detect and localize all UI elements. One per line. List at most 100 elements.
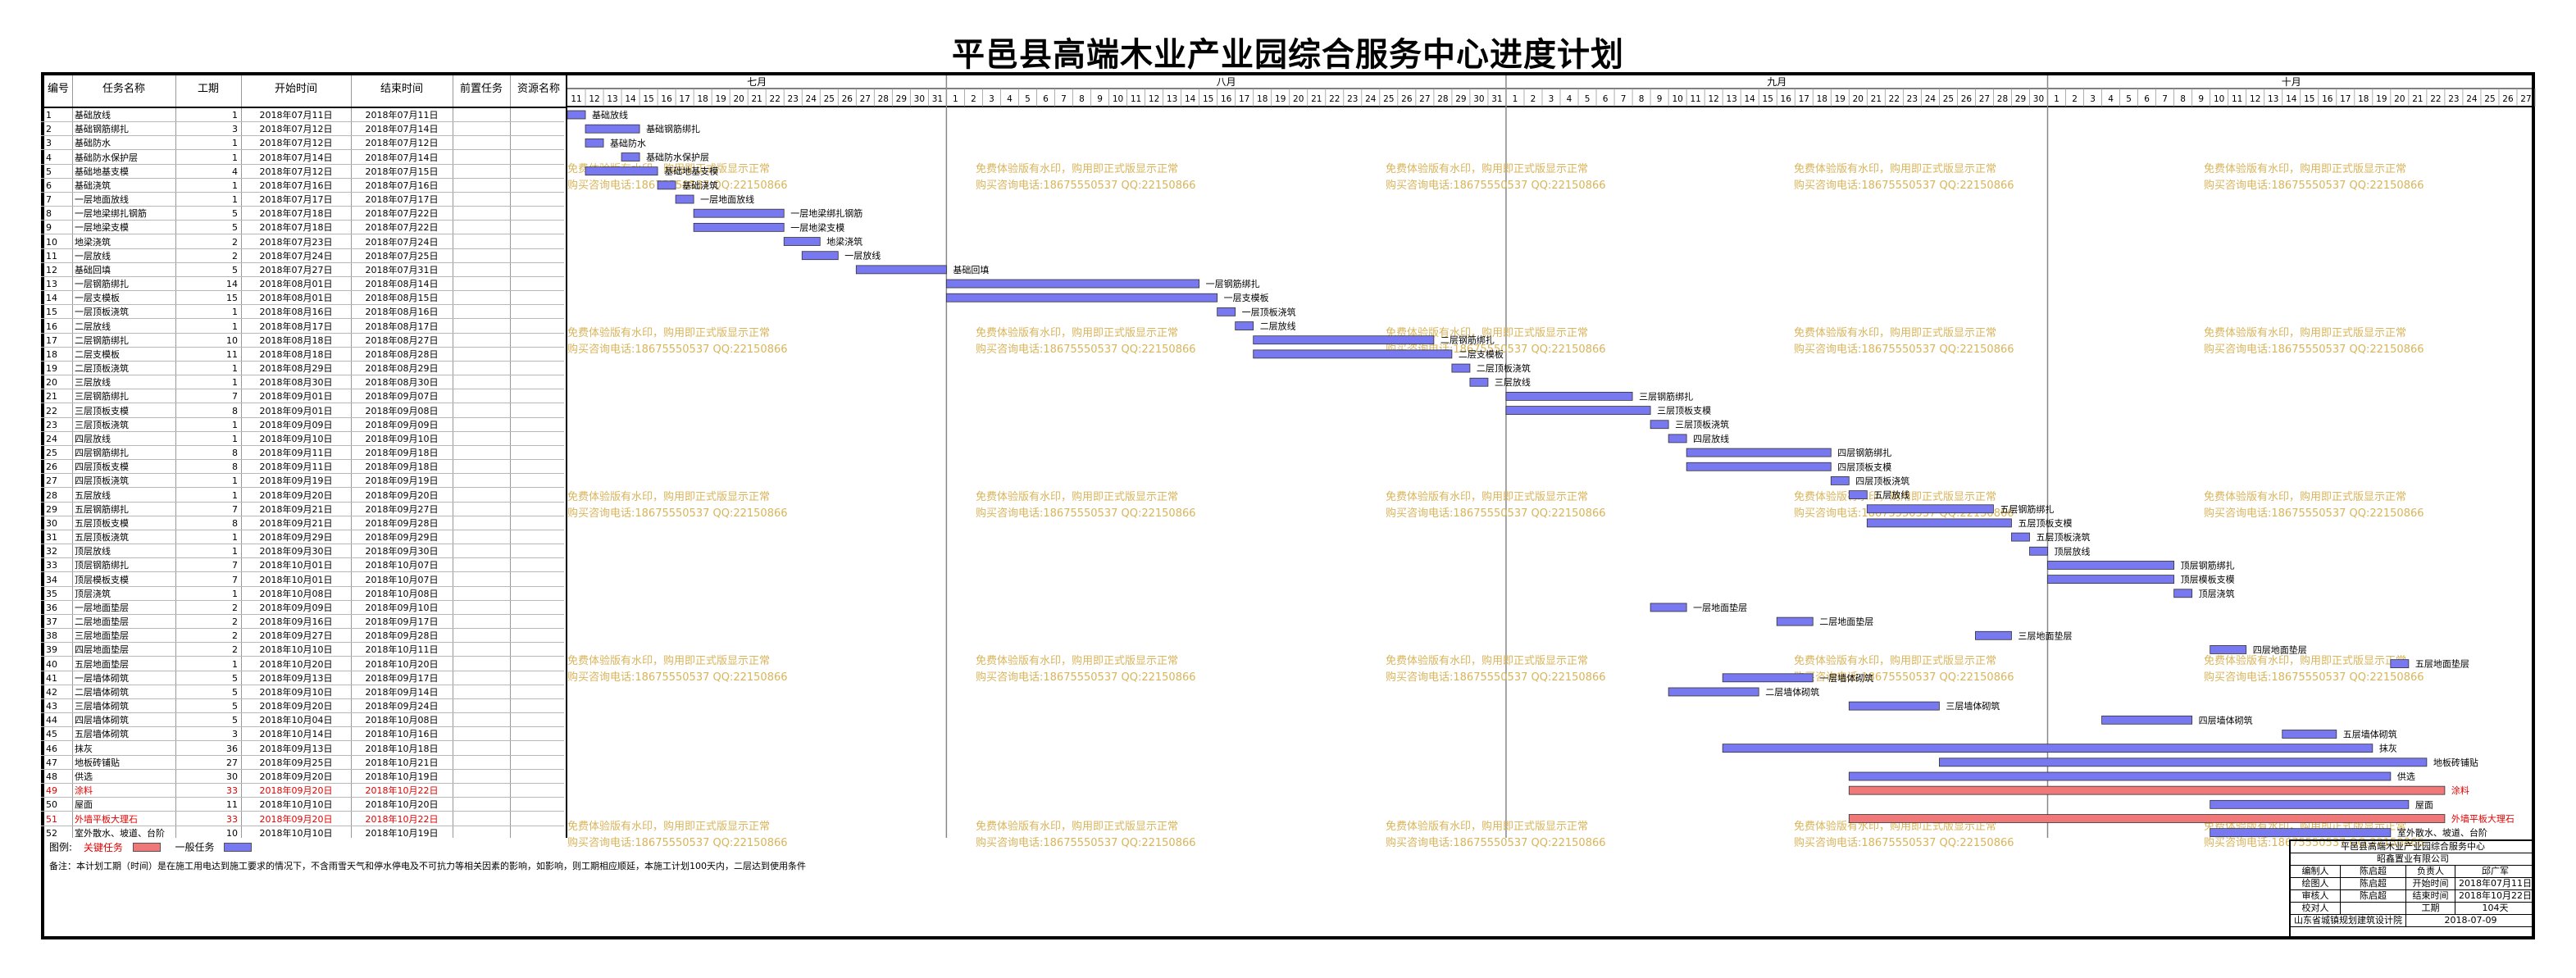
cell-name: 二层顶板浇筑	[75, 363, 129, 375]
day-label: 31	[932, 94, 943, 104]
watermark-text: 免费体验版有水印，购用即正式版显示正常	[976, 326, 1178, 339]
cell-start: 2018年07月27日	[259, 264, 333, 275]
cell-end: 2018年10月22日	[365, 785, 439, 797]
day-label: 9	[1657, 94, 1663, 104]
bar-label: 室外散水、坡道、台阶	[2397, 827, 2487, 839]
cell-start: 2018年09月09日	[259, 602, 333, 613]
gantt-bar	[945, 293, 1218, 302]
day-label: 23	[788, 94, 799, 104]
bar-label: 一层支模板	[1224, 292, 1269, 303]
cell-end: 2018年09月14日	[365, 686, 439, 698]
day-label: 12	[1149, 94, 1159, 104]
cell-name: 四层钢筋绑扎	[75, 448, 129, 459]
tb-compiler-label: 编制人	[2301, 866, 2329, 876]
cell-start: 2018年07月24日	[259, 250, 333, 262]
cell-duration: 1	[232, 419, 238, 430]
cell-id: 20	[46, 377, 57, 389]
cell-duration: 10	[226, 827, 238, 838]
cell-duration: 1	[232, 588, 238, 599]
cell-end: 2018年07月31日	[365, 264, 439, 275]
cell-id: 50	[46, 799, 57, 811]
day-label: 8	[1079, 94, 1085, 104]
day-label: 16	[661, 94, 672, 104]
legend-critical-swatch	[132, 843, 161, 852]
cell-name: 基础地基支模	[75, 166, 129, 177]
day-label: 10	[2214, 94, 2224, 104]
day-label: 26	[2502, 94, 2514, 104]
day-label: 19	[2376, 94, 2387, 104]
day-label: 5	[2126, 94, 2132, 104]
bar-label: 二层顶板浇筑	[1477, 362, 1531, 374]
cell-name: 基础回填	[75, 264, 111, 275]
bar-label: 三层顶板支模	[1657, 405, 1711, 416]
bar-label: 基础防水保护层	[646, 152, 709, 163]
cell-end: 2018年07月24日	[365, 236, 439, 248]
day-label: 7	[1061, 94, 1067, 104]
cell-id: 33	[46, 560, 57, 571]
gantt-bar	[693, 222, 785, 232]
day-label: 21	[1871, 94, 1882, 104]
cell-name: 顶层模板支模	[75, 574, 129, 585]
cell-end: 2018年08月16日	[365, 307, 439, 318]
day-label: 6	[2144, 94, 2150, 104]
cell-id: 10	[46, 236, 57, 248]
gantt-bar	[1776, 616, 1814, 626]
day-label: 4	[2108, 94, 2114, 104]
tb-drawer-label: 绘图人	[2301, 878, 2329, 889]
cell-start: 2018年09月30日	[259, 546, 333, 557]
bar-label: 四层钢筋绑扎	[1837, 447, 1891, 458]
day-label: 12	[589, 94, 599, 104]
cell-id: 47	[46, 757, 57, 768]
bar-label: 五层钢筋绑扎	[2000, 503, 2054, 515]
cell-name: 四层顶板支模	[75, 462, 129, 473]
day-label: 19	[715, 94, 726, 104]
cell-duration: 4	[232, 166, 238, 177]
day-label: 7	[2162, 94, 2168, 104]
chart-frame	[41, 72, 2535, 939]
cell-id: 43	[46, 701, 57, 712]
cell-name: 顶层放线	[75, 546, 111, 557]
cell-start: 2018年08月18日	[259, 348, 333, 360]
cell-name: 基础钢筋绑扎	[75, 124, 129, 135]
day-label: 11	[1131, 94, 1141, 104]
cell-id: 18	[46, 348, 57, 360]
day-label: 17	[679, 94, 690, 104]
cell-start: 2018年07月11日	[259, 110, 333, 121]
day-label: 15	[1763, 94, 1773, 104]
bar-label: 一层地面垫层	[1693, 602, 1747, 613]
col-header-prev: 前置任务	[459, 83, 503, 95]
watermark-text: 购买咨询电话:18675550537 QQ:22150866	[2204, 343, 2424, 356]
watermark-text: 免费体验版有水印，购用即正式版显示正常	[1386, 162, 1588, 175]
day-label: 11	[571, 94, 581, 104]
day-label: 18	[2358, 94, 2369, 104]
cell-start: 2018年10月14日	[259, 729, 333, 740]
cell-id: 28	[46, 489, 57, 501]
cell-start: 2018年09月29日	[259, 532, 333, 544]
cell-duration: 8	[232, 462, 238, 473]
gantt-bar	[2210, 799, 2410, 809]
cell-end: 2018年07月14日	[365, 152, 439, 163]
bar-label: 顶层钢筋绑扎	[2181, 559, 2235, 571]
cell-duration: 1	[232, 321, 238, 332]
col-header-name: 任务名称	[102, 83, 145, 95]
cell-duration: 36	[226, 743, 238, 754]
cell-end: 2018年10月22日	[365, 813, 439, 825]
day-label: 30	[914, 94, 925, 104]
bar-label: 一层钢筋绑扎	[1206, 278, 1260, 289]
day-label: 10	[1672, 94, 1682, 104]
cell-end: 2018年07月22日	[365, 222, 439, 234]
cell-duration: 8	[232, 448, 238, 459]
tb-company: 昭鑫置业有限公司	[2377, 853, 2449, 864]
bar-label: 五层顶板浇筑	[2036, 531, 2090, 543]
